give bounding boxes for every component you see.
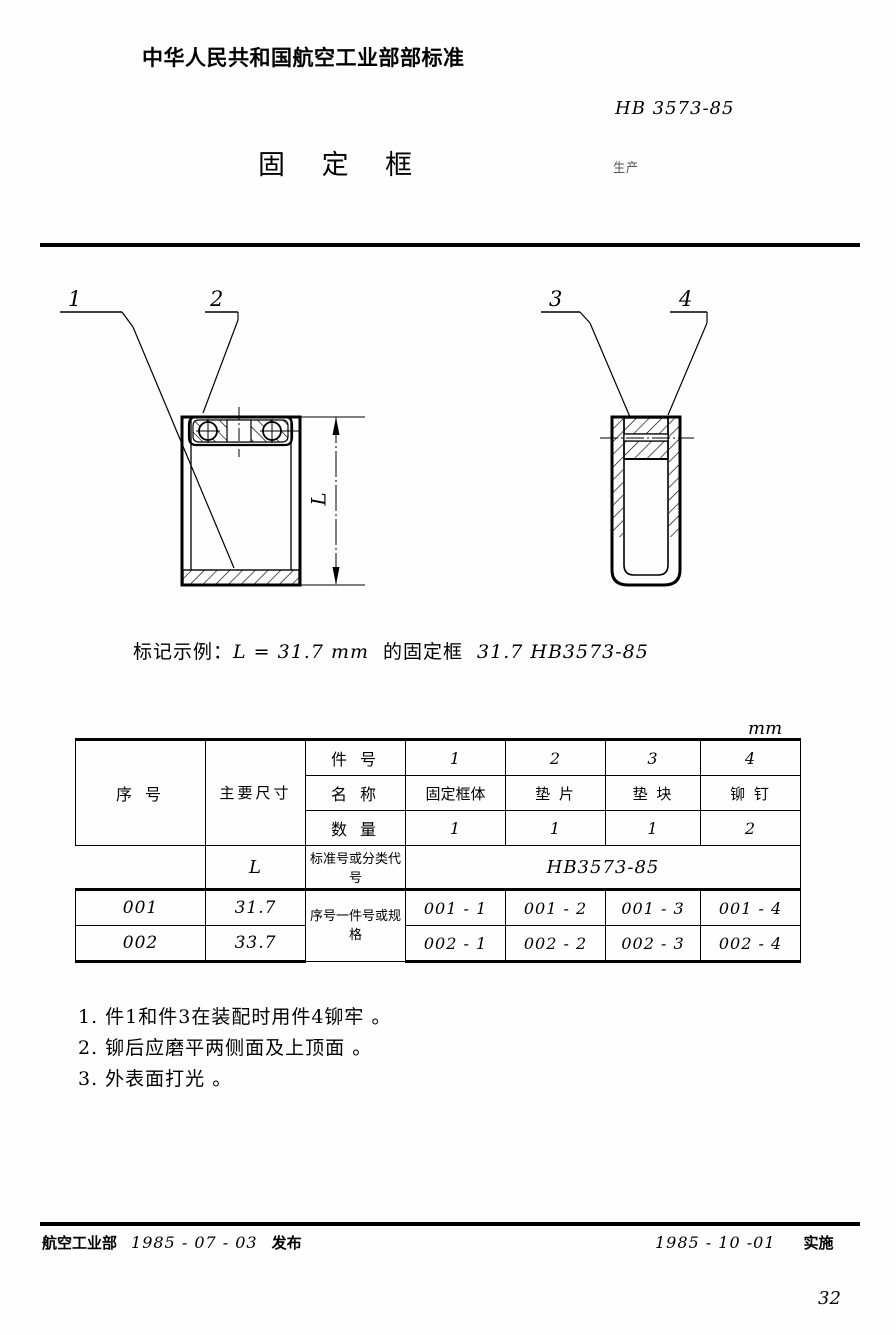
dimension-label-L: L — [306, 492, 331, 506]
right-wall-hatch — [669, 417, 679, 537]
handwritten-annotation: 生产 — [613, 161, 639, 176]
table-unit-label: mm — [748, 718, 783, 739]
cell-seq-no-001: 001 — [75, 888, 206, 926]
cell-header-main-dim: 主要尺寸 — [205, 738, 306, 846]
cell-L-001: 31.7 — [205, 888, 306, 926]
side-inner-cavity — [623, 416, 669, 576]
cell-header-seq-part-spec: 序号一件号或规格 — [305, 888, 406, 962]
table-row: 002 33.7 002 - 1 002 - 2 002 - 3 002 - 4 — [75, 925, 801, 963]
cell-header-name: 名 称 — [305, 775, 406, 811]
cell-part-name-1: 固定框体 — [405, 775, 506, 811]
marking-example-line: 标记示例：L = 31.7 mm 的固定框 31.7 HB3573-85 — [133, 637, 649, 664]
leader-label-4: 4 — [679, 287, 693, 311]
rivet-left — [196, 419, 220, 443]
leader-label-1: 1 — [68, 287, 82, 311]
cell-code-001-4: 001 - 4 — [700, 888, 801, 926]
footer-effective-date: 1985 - 10 -01 — [655, 1233, 776, 1252]
cell-spacer-seq — [75, 845, 206, 890]
base-hatch-section — [182, 569, 300, 586]
table-row-part-no: 序 号 主要尺寸 件 号 1 2 3 4 — [75, 738, 801, 846]
header-divider-rule — [40, 243, 860, 247]
footer-effective-action: 实施 — [803, 1234, 834, 1252]
marking-example-middle: 的固定框 — [383, 641, 464, 663]
seq-part-spec-text: 序号一件号或规格 — [309, 908, 401, 944]
cell-code-001-3: 001 - 3 — [605, 888, 701, 926]
top-pad-outline — [187, 415, 294, 447]
engineering-drawing-svg — [60, 311, 708, 587]
cell-header-quantity: 数 量 — [305, 810, 406, 846]
footer-issuer: 航空工业部 — [42, 1234, 118, 1252]
cell-part-no-3: 3 — [605, 738, 701, 776]
cell-code-002-4: 002 - 4 — [700, 925, 801, 963]
marking-example-prefix: 标记示例： — [133, 641, 234, 663]
dimension-line-L — [332, 417, 340, 585]
cell-part-no-1: 1 — [405, 738, 506, 776]
cell-header-part-no: 件 号 — [305, 738, 406, 776]
cell-part-name-3: 垫 块 — [605, 775, 701, 811]
cell-quantity-3: 1 — [605, 810, 701, 846]
note-item-1: 1. 件1和件3在装配时用件4铆牢 。 — [78, 1006, 392, 1028]
note-item-2: 2. 铆后应磨平两侧面及上顶面 。 — [78, 1037, 373, 1059]
right-view-group — [541, 311, 708, 587]
left-wall-hatch — [613, 417, 623, 537]
cell-dim-symbol: L — [205, 845, 306, 890]
side-outer-profile — [610, 415, 682, 587]
cell-quantity-4: 2 — [700, 810, 801, 846]
footer-divider-rule — [40, 1222, 860, 1226]
footer-effective-block: 1985 - 10 -01 实施 — [655, 1232, 834, 1253]
note-item-3: 3. 外表面打光 。 — [78, 1068, 233, 1090]
cell-code-001-2: 001 - 2 — [505, 888, 606, 926]
main-dim-text: 主要尺寸 — [219, 783, 292, 802]
leader-label-2: 2 — [210, 287, 224, 311]
marking-example-expression: L = 31.7 mm — [233, 641, 370, 663]
cell-part-no-4: 4 — [700, 738, 801, 776]
cell-part-name-4: 铆 钉 — [700, 775, 801, 811]
page-title: 固 定 框 — [258, 150, 427, 181]
cell-seq-no-002: 002 — [75, 925, 206, 963]
table-row-standard: L 标准号或分类代号 HB3573-85 — [75, 845, 801, 890]
top-band-hatch — [623, 417, 669, 435]
leader-line-3 — [541, 311, 631, 418]
leader-line-2 — [202, 311, 239, 414]
page-number: 32 — [818, 1288, 841, 1309]
leader-line-4 — [667, 311, 708, 416]
cell-code-001-1: 001 - 1 — [405, 888, 506, 926]
leader-label-3: 3 — [549, 287, 563, 311]
marking-example-designation: 31.7 HB3573-85 — [477, 641, 649, 663]
left-view-group — [60, 311, 365, 587]
cell-code-002-1: 002 - 1 — [405, 925, 506, 963]
cell-quantity-2: 1 — [505, 810, 606, 846]
standard-code: HB 3573-85 — [615, 98, 735, 119]
cell-header-std-or-class: 标准号或分类代号 — [305, 845, 406, 890]
organization-title: 中华人民共和国航空工业部部标准 — [142, 46, 465, 70]
cell-quantity-1: 1 — [405, 810, 506, 846]
notes-list: 1. 件1和件3在装配时用件4铆牢 。 2. 铆后应磨平两侧面及上顶面 。 3.… — [78, 1002, 391, 1095]
footer-issue-action: 发布 — [271, 1234, 302, 1252]
table-row: 001 31.7 序号一件号或规格 001 - 1 001 - 2 001 - … — [75, 888, 801, 962]
cell-code-002-2: 002 - 2 — [505, 925, 606, 963]
cell-part-no-2: 2 — [505, 738, 606, 776]
cell-header-seq-no: 序 号 — [75, 738, 206, 846]
cell-standard-code-merged: HB3573-85 — [405, 845, 801, 890]
specification-table: 序 号 主要尺寸 件 号 1 2 3 4 名 称 固定框体 垫 片 垫 块 铆 … — [75, 738, 801, 963]
cell-part-name-2: 垫 片 — [505, 775, 606, 811]
cell-code-002-3: 002 - 3 — [605, 925, 701, 963]
cell-L-002: 33.7 — [205, 925, 306, 963]
technical-drawing-area: 1 2 3 4 L — [0, 265, 896, 610]
pad-band-hatch — [623, 440, 669, 460]
footer-issue-date: 1985 - 07 - 03 — [131, 1233, 258, 1252]
footer-issue-block: 航空工业部 1985 - 07 - 03 发布 — [42, 1232, 302, 1253]
